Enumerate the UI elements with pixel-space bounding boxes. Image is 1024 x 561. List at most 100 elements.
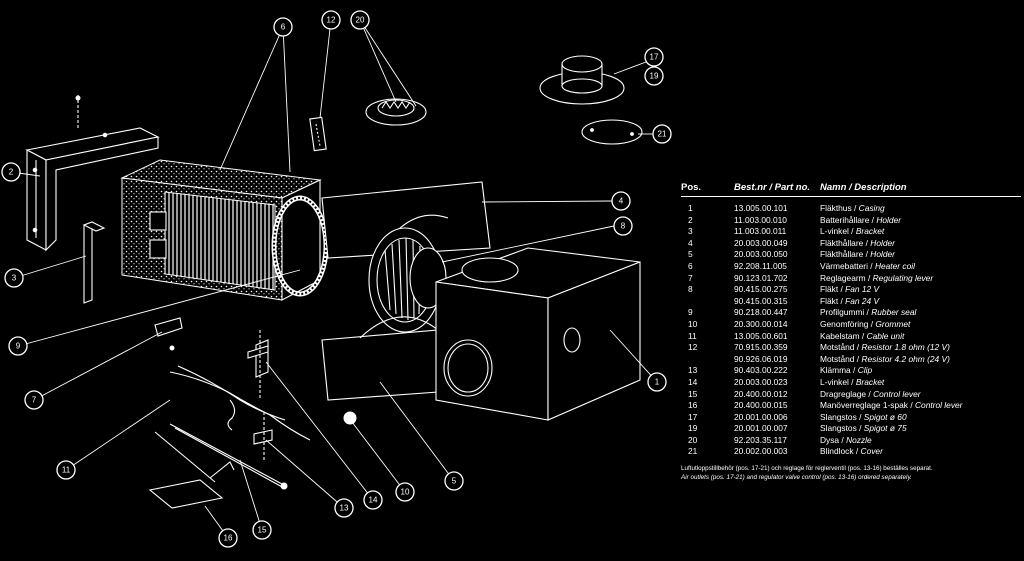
row-name-en: Fan 12 V: [845, 284, 880, 295]
row-pos: 20: [688, 434, 698, 445]
row-name-sv: Klämma: [820, 365, 851, 376]
svg-text:8: 8: [621, 222, 626, 231]
row-name-sv: Värmebatteri: [820, 260, 868, 271]
row-part-no: 20.001.00.007: [734, 423, 788, 434]
header-description: Namn / Description: [820, 182, 907, 193]
row-description: Blindlock / Cover: [820, 446, 883, 457]
row-name-sv: Fläkt: [820, 295, 839, 306]
svg-text:17: 17: [650, 53, 659, 62]
table-footnote: Luftutloppstillbehör (pos. 17-21) och re…: [681, 465, 1021, 482]
row-part-no: 90.415.00.315: [734, 295, 788, 306]
row-name-en: Spigot ø 60: [863, 411, 907, 422]
callout-9: 9: [8, 336, 28, 356]
svg-text:21: 21: [658, 130, 667, 139]
clip: [253, 412, 273, 460]
row-name-en: Resistor 1.8 ohm (12 V): [861, 342, 950, 353]
row-part-no: 90.403.00.222: [734, 365, 788, 376]
row-name-sv: Manöverreglage 1-spak: [820, 400, 908, 411]
row-part-no: 20.003.00.023: [734, 376, 788, 387]
row-part-no: 90.218.00.447: [734, 307, 788, 318]
regulating-lever: [154, 317, 183, 351]
resistor: [309, 116, 327, 152]
table-header: Pos. Best.nr / Part no. Namn / Descripti…: [681, 182, 1021, 197]
row-description: Profilgummi / Rubber seal: [820, 307, 917, 318]
row-name-sv: Blindlock: [820, 446, 854, 457]
row-name-en: Holder: [870, 249, 895, 260]
callout-20: 20: [350, 10, 370, 30]
row-name-sv: L-vinkel: [820, 226, 849, 237]
row-name-en: Grommet: [875, 318, 911, 329]
row-pos: 7: [688, 272, 693, 283]
row-pos: 17: [688, 411, 698, 422]
row-part-no: 70.915.00.359: [734, 342, 788, 353]
row-name-en: Rubber seal: [871, 307, 917, 318]
callout-21: 21: [652, 124, 672, 144]
row-part-no: 92.203.35.117: [734, 434, 787, 445]
row-name-sv: Genomföring: [820, 318, 869, 329]
row-pos: 5: [688, 249, 693, 260]
row-name-sv: Fläkthållare: [820, 237, 864, 248]
leader-lines: [10, 19, 658, 539]
row-name-en: Regulating lever: [872, 272, 934, 283]
row-name-en: Heater coil: [874, 260, 915, 271]
row-name-en: Fan 24 V: [845, 295, 880, 306]
row-description: Fläkt / Fan 12 V: [820, 284, 880, 295]
callout-13: 13: [334, 498, 354, 518]
row-description: Genomföring / Grommet: [820, 318, 911, 329]
row-description: L-vinkel / Bracket: [820, 376, 885, 387]
row-description: Dysa / Nozzle: [820, 434, 872, 445]
row-pos: [681, 354, 734, 366]
row-pos: 21: [688, 446, 698, 457]
fan-holder-top: [321, 181, 491, 259]
row-name-en: Bracket: [855, 376, 885, 387]
svg-text:3: 3: [12, 274, 17, 283]
row-name-sv: Motstånd: [820, 342, 855, 353]
svg-text:5: 5: [452, 477, 457, 486]
row-description: Klämma / Clip: [820, 365, 873, 376]
svg-text:10: 10: [401, 488, 410, 497]
callout-14: 14: [363, 490, 383, 510]
row-name-en: Holder: [876, 214, 902, 225]
row-part-no: 11.003.00.011: [734, 226, 787, 237]
row-pos: 12: [688, 342, 698, 353]
row-part-no: 20.002.00.003: [734, 446, 788, 457]
row-name-en: Resistor 4.2 ohm (24 V): [861, 353, 950, 364]
callout-10: 10: [395, 482, 415, 502]
bracket: [247, 330, 269, 400]
svg-text:16: 16: [224, 534, 233, 543]
parts-list-table: Pos. Best.nr / Part no. Namn / Descripti…: [681, 182, 1021, 482]
row-name-sv: Fläkthållare: [820, 249, 864, 260]
fan-casing: [435, 247, 641, 421]
row-description: Värmebatteri / Heater coil: [820, 260, 915, 271]
svg-text:11: 11: [62, 466, 71, 475]
row-name-en: Control lever: [873, 388, 921, 399]
callout-12: 12: [321, 10, 341, 30]
svg-text:6: 6: [281, 23, 286, 32]
row-name-sv: Slangstos: [820, 423, 857, 434]
cover-plate: [581, 119, 643, 145]
row-part-no: 20.400.00.012: [734, 388, 788, 399]
callout-19: 19: [644, 66, 664, 86]
row-pos: 8: [688, 284, 693, 295]
row-part-no: 20.300.00.014: [734, 318, 788, 329]
row-pos: 14: [688, 376, 698, 387]
svg-text:1: 1: [655, 378, 660, 387]
row-name-sv: Dragreglage: [820, 388, 867, 399]
callout-1: 1: [647, 372, 667, 392]
svg-text:9: 9: [16, 342, 21, 351]
callout-2: 2: [1, 162, 21, 182]
row-part-no: 90.123.01.702: [734, 272, 788, 283]
footnote-english: Air outlets (pos. 17-21) and regulator v…: [681, 473, 912, 481]
row-part-no: 92.208.11.005: [734, 260, 787, 271]
